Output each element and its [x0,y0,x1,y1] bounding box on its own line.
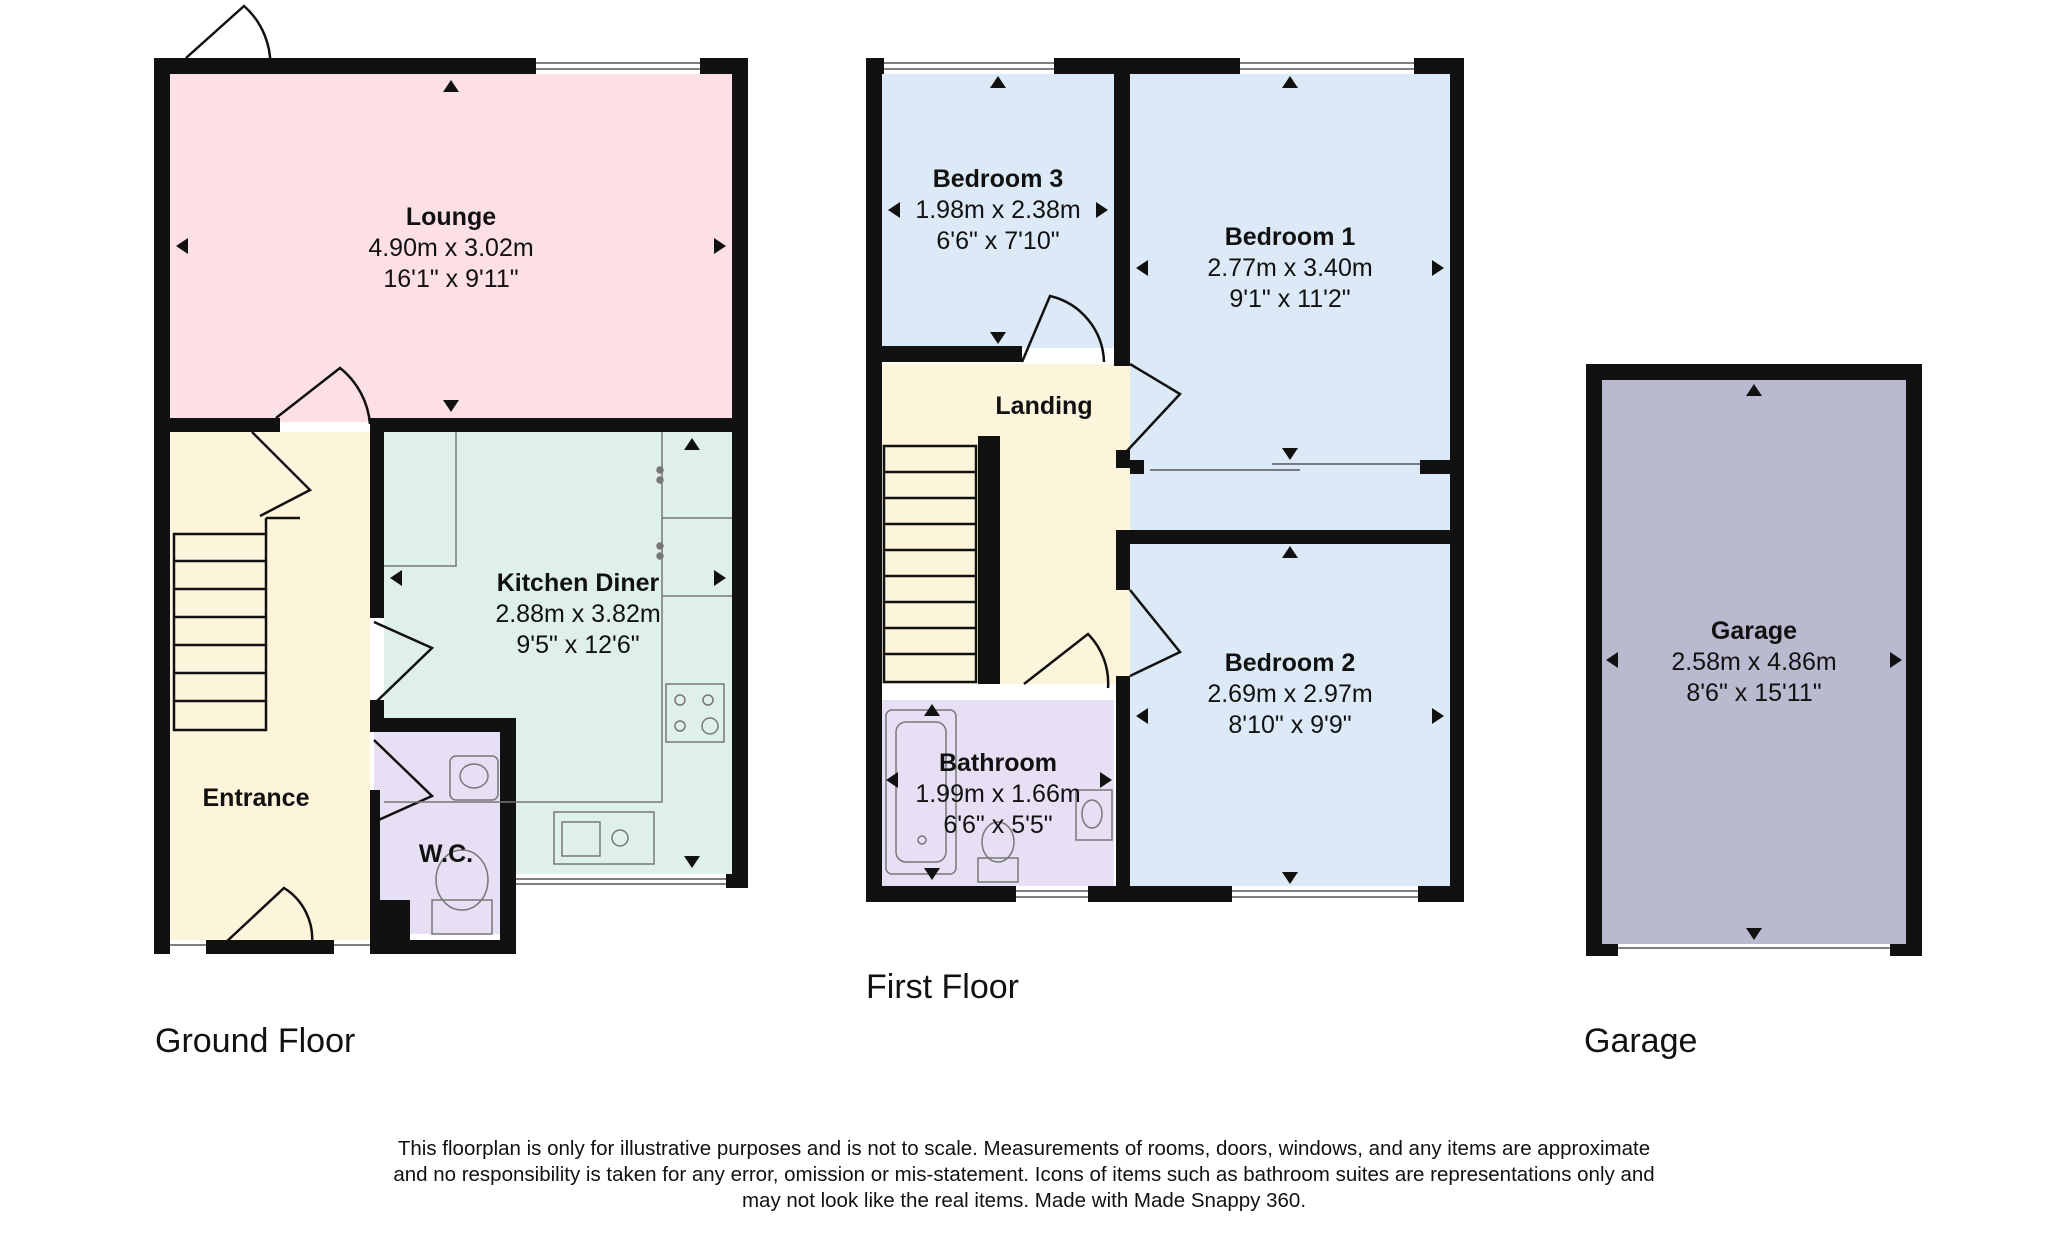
first-floor-plan: Bedroom 3 1.98m x 2.38m 6'6" x 7'10" Bed… [866,58,1464,902]
entrance-name: Entrance [203,784,310,812]
kitchen-imperial: 9'5" x 12'6" [516,631,639,659]
first-floor-windows [884,58,1420,902]
landing-name: Landing [995,392,1092,420]
bedroom2-name: Bedroom 2 [1225,649,1356,677]
bathroom-fittings [885,709,1113,883]
bedroom1-imperial: 9'1" x 11'2" [1229,285,1350,313]
disclaimer-line-1: This floorplan is only for illustrative … [397,1137,1651,1160]
garage-room [1602,380,1906,946]
disclaimer-text: This floorplan is only for illustrative … [300,1136,1748,1214]
first-floor-label: First Floor [866,968,1019,1006]
ground-floor-stairs [172,516,300,732]
disclaimer-line-3: may not look like the real items. Made w… [741,1189,1307,1212]
entrance-room [170,432,370,944]
garage-dimension-markers [1606,384,1902,940]
bedroom1-metric: 2.77m x 3.40m [1207,254,1372,282]
bedroom3-name: Bedroom 3 [933,165,1064,193]
bedroom3-metric: 1.98m x 2.38m [915,196,1080,224]
bathroom-imperial: 6'6" x 5'5" [943,811,1052,839]
ground-floor-plan: Lounge 4.90m x 3.02m 16'1" x 9'11" Kitch… [154,4,748,954]
ground-floor-doors [185,4,435,945]
bedroom3-room [882,72,1114,348]
wc-fittings [431,755,499,935]
garage-metric: 2.58m x 4.86m [1671,648,1836,676]
garage-name: Garage [1711,617,1797,645]
ground-floor-windows [170,58,726,954]
lounge-name: Lounge [406,203,496,231]
garage-door-opening [1618,944,1890,956]
lounge-imperial: 16'1" x 9'11" [383,265,518,293]
ground-floor-dimension-markers [176,80,726,868]
lounge-room [170,72,732,422]
wc-name: W.C. [419,840,473,868]
bedroom2-imperial: 8'10" x 9'9" [1228,711,1351,739]
garage-plan: Garage 2.58m x 4.86m 8'6" x 15'11" [1586,364,1922,956]
lounge-metric: 4.90m x 3.02m [368,234,533,262]
ground-floor-label: Ground Floor [155,1022,355,1060]
bedroom1-name: Bedroom 1 [1225,223,1356,251]
ground-floor-walls [154,58,748,954]
kitchen-metric: 2.88m x 3.82m [495,600,660,628]
kitchen-name: Kitchen Diner [497,569,660,597]
first-floor-doors [1020,294,1182,689]
bedroom2-metric: 2.69m x 2.97m [1207,680,1372,708]
bathroom-name: Bathroom [939,749,1057,777]
kitchen-fittings [384,432,732,865]
first-floor-stairs [882,444,978,684]
bedroom2-room [1130,544,1450,886]
first-floor-dimension-markers [886,76,1444,884]
garage-floor-label: Garage [1584,1022,1697,1060]
garage-walls [1586,364,1922,956]
garage-imperial: 8'6" x 15'11" [1686,679,1821,707]
disclaimer-line-2: and no responsibility is taken for any e… [393,1163,1655,1186]
bathroom-metric: 1.99m x 1.66m [915,780,1080,808]
bedroom3-imperial: 6'6" x 7'10" [936,227,1059,255]
